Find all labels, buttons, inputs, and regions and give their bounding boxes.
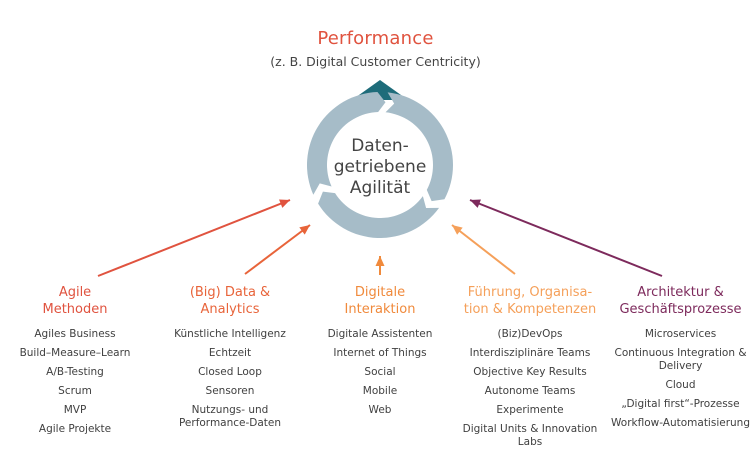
heading-line: Analytics bbox=[200, 302, 260, 317]
heading-line: Führung, Organisa- bbox=[467, 285, 593, 300]
heading-line: Interaktion bbox=[344, 302, 416, 317]
list-item: (Biz)DevOps bbox=[497, 328, 563, 340]
list-item: Mobile bbox=[362, 385, 398, 397]
center-label-line: Agilität bbox=[349, 178, 411, 198]
column-heading: Agile Methoden bbox=[10, 284, 140, 318]
arrow-line bbox=[469, 199, 663, 277]
list-item: Workflow-Automatisierung bbox=[611, 417, 750, 429]
heading-line: Geschäftsprozesse bbox=[619, 302, 742, 317]
column-agile-methoden: Agile Methoden Agiles Business Build–Mea… bbox=[10, 284, 140, 442]
list-item: Objective Key Results bbox=[473, 366, 587, 378]
column-architektur-prozesse: Architektur & Geschäftsprozesse Microser… bbox=[610, 284, 751, 436]
list-item: Experimente bbox=[496, 404, 564, 416]
heading-line: tion & Kompetenzen bbox=[463, 302, 597, 317]
list-item: Closed Loop bbox=[198, 366, 262, 378]
column-big-data-analytics: (Big) Data & Analytics Künstliche Intell… bbox=[160, 284, 300, 436]
arrow-line bbox=[244, 224, 311, 275]
center-label-line: Daten- bbox=[351, 136, 409, 156]
column-heading: Führung, Organisa- tion & Kompetenzen bbox=[455, 284, 605, 318]
list-item: „Digital first“-Prozesse bbox=[621, 398, 740, 410]
list-item: Agiles Business bbox=[34, 328, 116, 340]
list-item: Internet of Things bbox=[333, 347, 427, 359]
cycle-segment bbox=[318, 191, 440, 238]
list-item: Scrum bbox=[58, 385, 92, 397]
list-item: Interdisziplinäre Teams bbox=[469, 347, 591, 359]
list-item: Continuous Integration & Delivery bbox=[614, 347, 747, 372]
arrow-head-icon bbox=[279, 199, 290, 208]
list-item: Social bbox=[364, 366, 396, 378]
performance-title: Performance bbox=[317, 28, 434, 49]
arrow-head-icon bbox=[375, 256, 385, 266]
list-item: Web bbox=[368, 404, 392, 416]
heading-line: Architektur & bbox=[637, 285, 724, 300]
column-heading: Digitale Interaktion bbox=[318, 284, 442, 318]
heading-line: Agile bbox=[58, 285, 92, 300]
column-heading: (Big) Data & Analytics bbox=[160, 284, 300, 318]
heading-line: Methoden bbox=[42, 302, 108, 317]
list-item: Build–Measure–Learn bbox=[19, 347, 131, 359]
arrow-line bbox=[451, 224, 516, 275]
list-item: Digital Units & Innovation Labs bbox=[462, 423, 598, 448]
arrow-head-icon bbox=[299, 225, 310, 235]
arrow-line bbox=[97, 199, 291, 277]
center-label: Daten- getriebene Agilität bbox=[320, 136, 440, 199]
list-item: MVP bbox=[63, 404, 87, 416]
heading-line: (Big) Data & bbox=[189, 285, 271, 300]
center-label-line: getriebene bbox=[333, 157, 427, 177]
performance-subtitle: (z. B. Digital Customer Centricity) bbox=[270, 54, 481, 69]
list-item: Echtzeit bbox=[208, 347, 252, 359]
list-item: Microservices bbox=[644, 328, 717, 340]
input-arrows bbox=[97, 199, 663, 277]
list-item: Künstliche Intelligenz bbox=[174, 328, 286, 340]
column-digitale-interaktion: Digitale Interaktion Digitale Assistente… bbox=[318, 284, 442, 423]
list-item: Digitale Assistenten bbox=[327, 328, 433, 340]
cycle-segment bbox=[307, 92, 386, 195]
list-item: Autonome Teams bbox=[484, 385, 576, 397]
list-item: Agile Projekte bbox=[38, 423, 112, 435]
cycle-segment bbox=[385, 92, 453, 202]
list-item: Cloud bbox=[665, 379, 696, 391]
column-fuehrung-organisation: Führung, Organisa- tion & Kompetenzen (B… bbox=[455, 284, 605, 455]
list-item: Sensoren bbox=[205, 385, 255, 397]
list-item: Nutzungs- und Performance-Daten bbox=[178, 404, 282, 429]
arrow-head-icon bbox=[470, 199, 481, 208]
list-item: A/B-Testing bbox=[46, 366, 104, 378]
agility-cycle bbox=[307, 92, 453, 238]
arrow-head-icon bbox=[452, 225, 463, 235]
column-heading: Architektur & Geschäftsprozesse bbox=[610, 284, 751, 318]
heading-line: Digitale bbox=[354, 285, 406, 300]
